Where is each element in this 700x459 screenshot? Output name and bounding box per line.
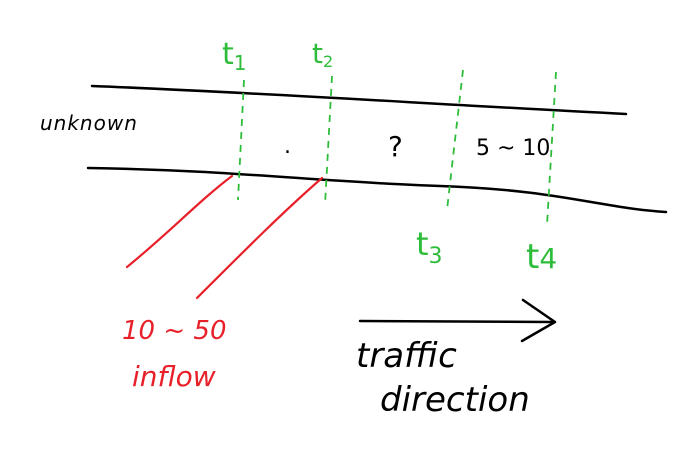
traffic-label: traffic [356,336,457,376]
road-dot: . [284,134,291,159]
t4-label: t4 [526,240,557,276]
direction-arrow-head [520,298,557,343]
direction-arrow-shaft [358,319,554,324]
inflow-label: inflow [132,360,216,393]
t3-label-main: t [416,225,429,263]
t2-marker-line [324,75,333,206]
density-range-label: 5 ~ 10 [476,136,551,161]
direction-label: direction [380,380,530,420]
t3-label: t3 [416,228,443,273]
t3-marker-line [446,69,464,211]
t1-marker-line [237,79,245,201]
road-bottom-edge [86,166,668,214]
t4-label-sub: 4 [539,242,558,275]
t3-label-sub: 3 [428,244,443,269]
t2-label: t2 [312,40,333,76]
unknown-density-question: ? [388,130,403,163]
t1-label-sub: 1 [233,51,247,75]
t2-label-main: t [312,37,323,70]
inflow-ramp-1 [125,174,234,269]
t2-label-sub: 2 [322,52,334,71]
unknown-label: unknown [40,111,138,135]
inflow-ramp-2 [195,176,324,300]
t4-label-main: t [526,237,540,277]
t1-label: t1 [222,40,247,78]
road-top-edge [90,84,628,116]
t1-label-main: t [222,37,234,72]
inflow-range-label: 10 ~ 50 [122,316,227,346]
